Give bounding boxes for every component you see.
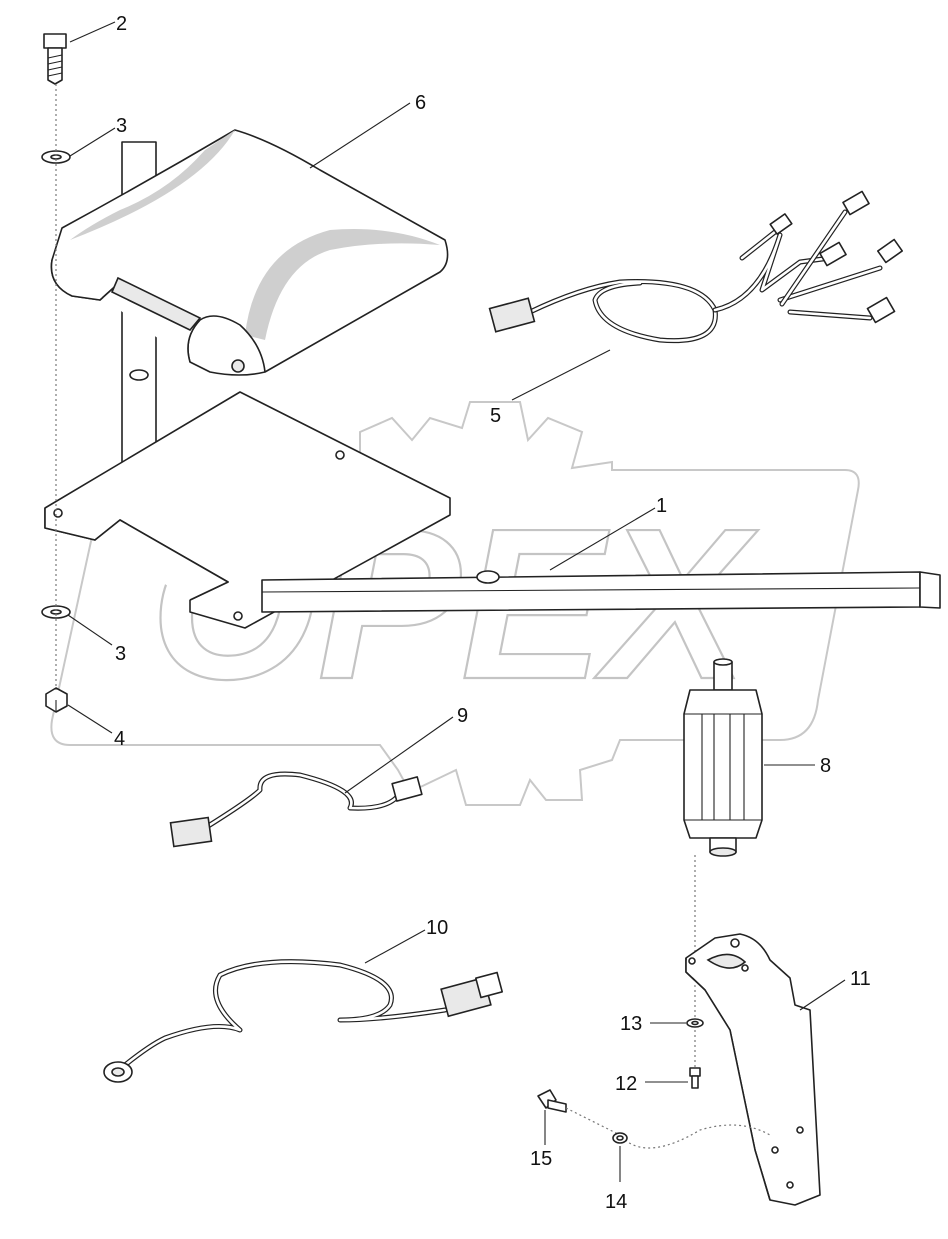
- callout-10: 10: [426, 917, 448, 939]
- callout-6: 6: [415, 92, 426, 114]
- part-3-washer-top: [41, 150, 71, 164]
- assembly-axis-bracket-bolt: [565, 1107, 621, 1136]
- part-11-bracket: [685, 933, 821, 1206]
- callout-12: 12: [615, 1073, 637, 1095]
- part-6-cover: [50, 129, 449, 376]
- part-2-bolt: [43, 33, 67, 85]
- part-1-mounting-plate: [44, 391, 941, 629]
- callout-15: 15: [530, 1148, 552, 1170]
- callout-9: 9: [457, 705, 468, 727]
- callout-4: 4: [114, 728, 125, 750]
- callout-3-top: 3: [116, 115, 127, 137]
- callout-labels: 2 6 3 5 1 3 4 9 8 10 11 13 12 15 14: [114, 13, 871, 1213]
- callout-11: 11: [850, 968, 871, 990]
- part-13-washer: [686, 1018, 704, 1028]
- assembly-axis-bracket-bolt-2: [624, 1124, 771, 1149]
- callout-13: 13: [620, 1013, 642, 1035]
- part-14-washer: [612, 1132, 628, 1144]
- part-3-washer-bottom: [41, 605, 71, 619]
- callout-3-bottom: 3: [115, 643, 126, 665]
- callout-1: 1: [656, 495, 667, 517]
- callout-2: 2: [116, 13, 127, 35]
- part-15-bolt: [537, 1089, 567, 1113]
- part-9-sensor-cable: [169, 771, 423, 848]
- callout-8: 8: [820, 755, 831, 777]
- part-10-ground-cable: [103, 959, 504, 1083]
- part-4-nut: [45, 687, 68, 713]
- part-8-motor: [683, 658, 763, 857]
- callout-5: 5: [490, 405, 501, 427]
- part-5-wire-harness: [488, 190, 904, 344]
- callout-14: 14: [605, 1191, 627, 1213]
- callout-leaders: [67, 21, 846, 1182]
- part-12-screw: [689, 1067, 701, 1089]
